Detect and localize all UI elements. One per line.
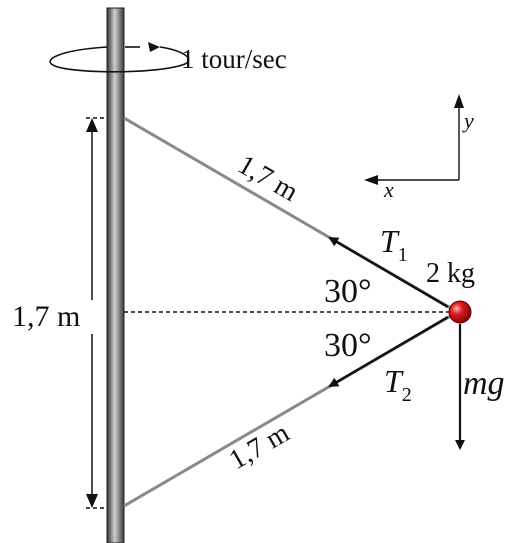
axis-x-label: x [383, 177, 394, 202]
tension-upper-symbol: T [380, 223, 400, 259]
tension-lower-subscript: 2 [402, 384, 412, 406]
tension-upper-label: T1 [380, 223, 408, 266]
tension-upper-subscript: 1 [398, 244, 408, 266]
weight-label: mg [463, 365, 505, 402]
axis-y-label: y [462, 108, 474, 133]
tension-lower-symbol: T [384, 363, 404, 399]
lower-angle-label: 30° [324, 327, 372, 364]
rotation-label: 1 tour/sec [181, 44, 287, 74]
tension-lower-label: T2 [384, 363, 412, 406]
upper-angle-label: 30° [324, 273, 372, 310]
coordinate-axes [364, 94, 464, 185]
upper-rope-label: 1,7 m [233, 149, 304, 208]
vertical-length-label: 1,7 m [12, 300, 80, 333]
tension-upper-arrow [328, 236, 449, 309]
mass-label: 2 kg [426, 258, 475, 289]
rotation-indicator [49, 42, 190, 73]
vertical-pole [106, 7, 125, 543]
tension-lower-arrow [328, 315, 449, 388]
vertical-dimension [86, 118, 98, 508]
mass-ball [448, 300, 472, 324]
